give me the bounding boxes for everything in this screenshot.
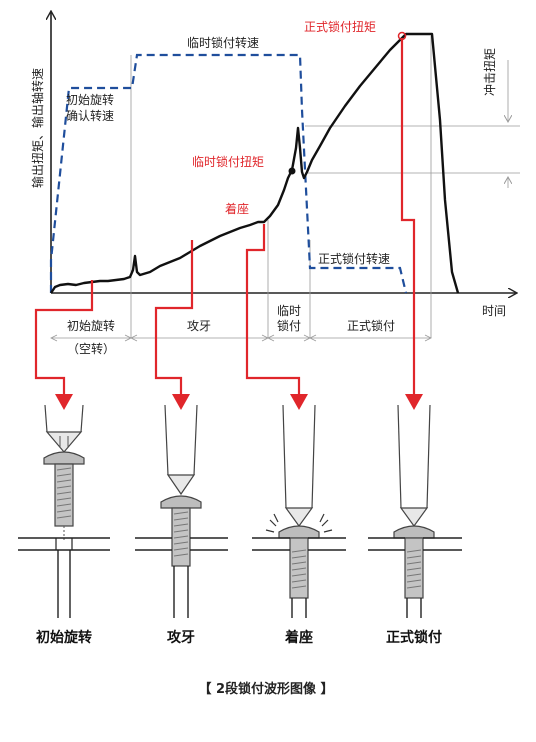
step-tapping-illustration [135,404,228,618]
diagram-caption: 【 2段锁付波形图像 】 [198,681,333,697]
step-label-tapping: 攻牙 [167,629,195,646]
red-arrowheads [55,394,423,410]
step-label-initial: 初始旋转 [36,629,92,646]
temp-torque-point [288,167,296,175]
final-torque-label: 正式锁付扭矩 [304,19,376,34]
temp-speed-label: 临时锁付转速 [187,35,259,50]
initial-speed-label-1: 初始旋转 [66,92,114,107]
step-seating-illustration [252,404,346,618]
phase-temp-label-2: 锁付 [277,318,301,333]
phase-dimensions [50,334,432,342]
initial-speed-label-2: 确认转速 [66,108,114,123]
seating-label: 着座 [225,201,249,216]
y-axis-label: 输出扭矩、输出轴转速 [30,68,45,188]
step-initial-illustration [18,404,110,618]
phase-temp-label-1: 临时 [277,304,301,318]
phase-initial-sub-label: （空转） [67,341,115,356]
phase-tapping-label: 攻牙 [187,319,211,333]
phase-final-label: 正式锁付 [347,318,395,333]
final-speed-label: 正式锁付转速 [318,251,390,266]
impact-torque-dimension: 冲击扭矩 [482,48,508,188]
x-axis-label: 时间 [482,304,506,318]
red-connectors [34,38,416,398]
step-label-seating: 着座 [284,629,313,646]
torque-curve [50,32,460,294]
speed-curve [49,53,408,294]
step-label-final: 正式锁付 [386,629,442,646]
step-final-illustration [368,404,462,618]
phase-initial-label: 初始旋转 [67,318,115,333]
temp-torque-label: 临时锁付扭矩 [192,154,264,169]
impact-torque-label: 冲击扭矩 [482,48,497,96]
